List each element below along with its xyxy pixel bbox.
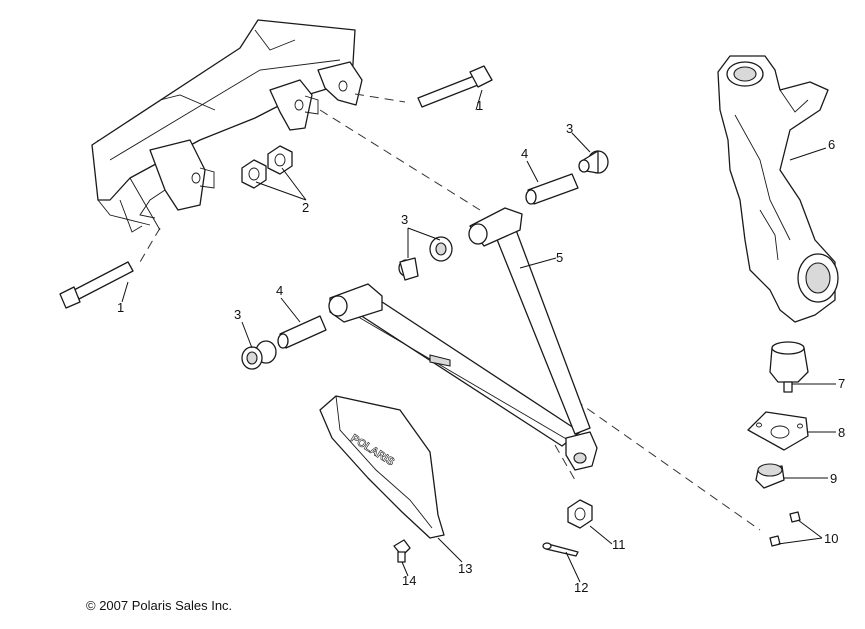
callout-7: 7 [838,376,845,391]
bolt-lower [59,261,134,309]
bushing-right-top [578,150,609,174]
bushing-middle-a [429,236,453,262]
callout-8: 8 [838,425,845,440]
steering-knuckle [717,55,839,323]
callout-1-lower: 1 [117,300,124,315]
bushing-middle-b [398,257,419,281]
callout-labels: 1 1 2 3 3 3 4 4 5 6 7 8 9 10 11 12 13 14 [117,98,845,595]
retainer-plate [747,411,809,451]
callout-3-right: 3 [566,121,573,136]
dust-cap [755,463,785,489]
callout-9: 9 [830,471,837,486]
a-arm-guard: POLARIS [319,395,445,539]
sleeve-right [525,173,579,205]
callout-12: 12 [574,580,588,595]
callout-4-left: 4 [276,283,283,298]
nuts [241,145,293,189]
callout-3-left: 3 [234,307,241,322]
alignment-lines [139,93,761,531]
callout-5: 5 [556,250,563,265]
callout-1-upper: 1 [476,98,483,113]
leader-lines [121,89,836,583]
frame-section [91,19,363,233]
cotter-pin [542,542,579,557]
ball-joint [769,341,809,393]
callout-3-middle: 3 [401,212,408,227]
guard-screw [393,539,411,563]
callout-2: 2 [302,200,309,215]
bushing-left [241,340,277,370]
callout-4-right: 4 [521,146,528,161]
sleeve-left [277,315,327,349]
callout-10: 10 [824,531,838,546]
callout-11: 11 [612,537,626,552]
a-arm [328,207,598,471]
lock-nut [567,499,593,529]
callout-6: 6 [828,137,835,152]
copyright-text: © 2007 Polaris Sales Inc. [86,598,233,613]
rivets [769,511,801,547]
callout-13: 13 [458,561,472,576]
bolt-upper [417,65,493,108]
callout-14: 14 [402,573,416,588]
